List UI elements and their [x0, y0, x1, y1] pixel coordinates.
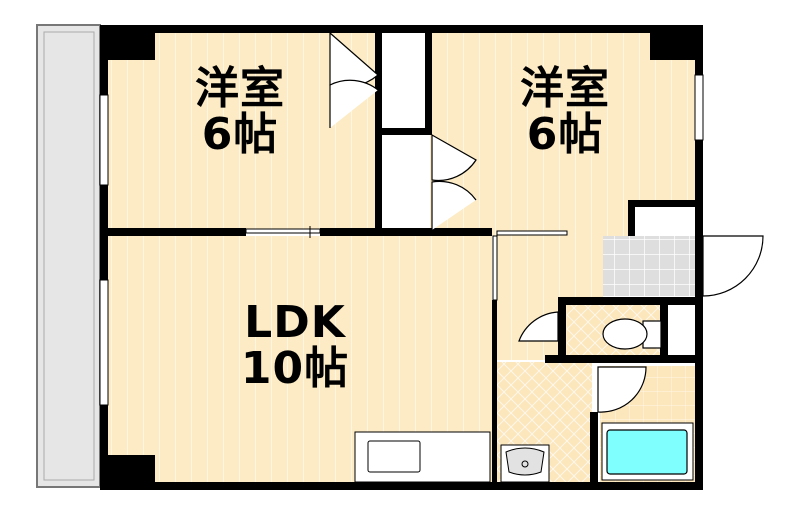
western-room-2-floor	[430, 33, 695, 200]
room-label-ldk: LDK 10帖	[215, 297, 375, 395]
bathtub	[601, 422, 694, 481]
room-size: 6帖	[526, 109, 604, 161]
swing-doors	[329, 31, 764, 413]
entrance-floor	[603, 236, 695, 296]
room-name: 洋室	[195, 63, 285, 114]
room-name: LDK	[244, 297, 346, 348]
room-size: 10帖	[240, 343, 350, 395]
room-size: 6帖	[201, 109, 279, 161]
walls	[100, 25, 703, 490]
kitchen-counter	[354, 431, 491, 483]
toilet	[602, 318, 662, 350]
shoe-closet	[637, 207, 695, 231]
sliding-doors	[245, 226, 568, 301]
windows	[99, 74, 704, 406]
closet	[386, 135, 430, 230]
room-name: 洋室	[520, 63, 610, 114]
room-label-western-1: 洋室 6帖	[160, 63, 320, 161]
closet	[380, 33, 425, 128]
balcony	[36, 24, 101, 488]
room-label-western-2: 洋室 6帖	[485, 63, 645, 161]
wash-basin	[500, 444, 550, 483]
